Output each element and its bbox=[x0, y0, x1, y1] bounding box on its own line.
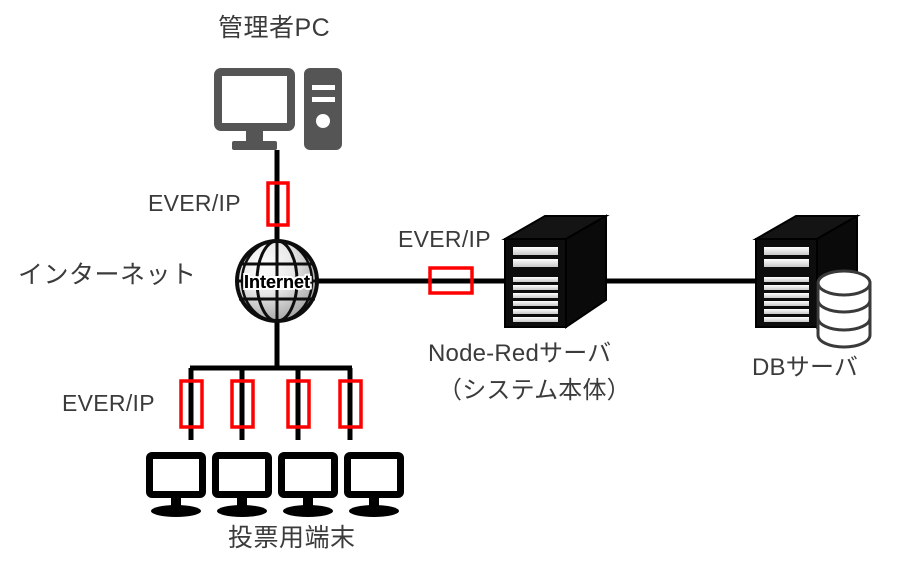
ever-ip-box-nodered bbox=[428, 266, 474, 295]
ever-ip-box-terminal-4 bbox=[338, 379, 363, 429]
ever-ip-box-terminal-3 bbox=[286, 379, 311, 429]
label-node-red-server: Node-Redサーバ bbox=[428, 340, 612, 367]
svg-text:Internet: Internet bbox=[244, 272, 310, 292]
database-server-icon bbox=[752, 214, 872, 349]
voting-terminals-group bbox=[146, 452, 404, 517]
database-cylinder-icon bbox=[816, 269, 872, 349]
label-db-server: DBサーバ bbox=[752, 354, 859, 381]
label-voting-terminals: 投票用端末 bbox=[228, 524, 356, 552]
label-internet: インターネット bbox=[18, 261, 197, 289]
label-admin-pc: 管理者PC bbox=[218, 14, 331, 42]
label-ever-ip-bottom: EVER/IP bbox=[62, 390, 155, 416]
label-ever-ip-top: EVER/IP bbox=[148, 190, 241, 216]
ever-ip-box-terminal-2 bbox=[230, 379, 255, 429]
server-tower-icon bbox=[501, 214, 610, 329]
label-ever-ip-middle: EVER/IP bbox=[398, 226, 491, 252]
ever-ip-highlight-boxes bbox=[179, 181, 474, 429]
internet-globe-icon: Internet Internet bbox=[235, 239, 319, 323]
ever-ip-box-terminal-1 bbox=[179, 379, 204, 429]
internet-globe-text: Internet bbox=[244, 272, 310, 292]
monitor-icon bbox=[278, 452, 338, 517]
monitor-icon bbox=[212, 452, 272, 517]
monitor-icon bbox=[344, 452, 404, 517]
monitor-icon bbox=[146, 452, 206, 517]
label-node-red-server-subtitle: （システム本体） bbox=[438, 377, 631, 404]
desktop-computer-icon bbox=[214, 68, 342, 150]
ever-ip-box-admin bbox=[266, 181, 290, 227]
